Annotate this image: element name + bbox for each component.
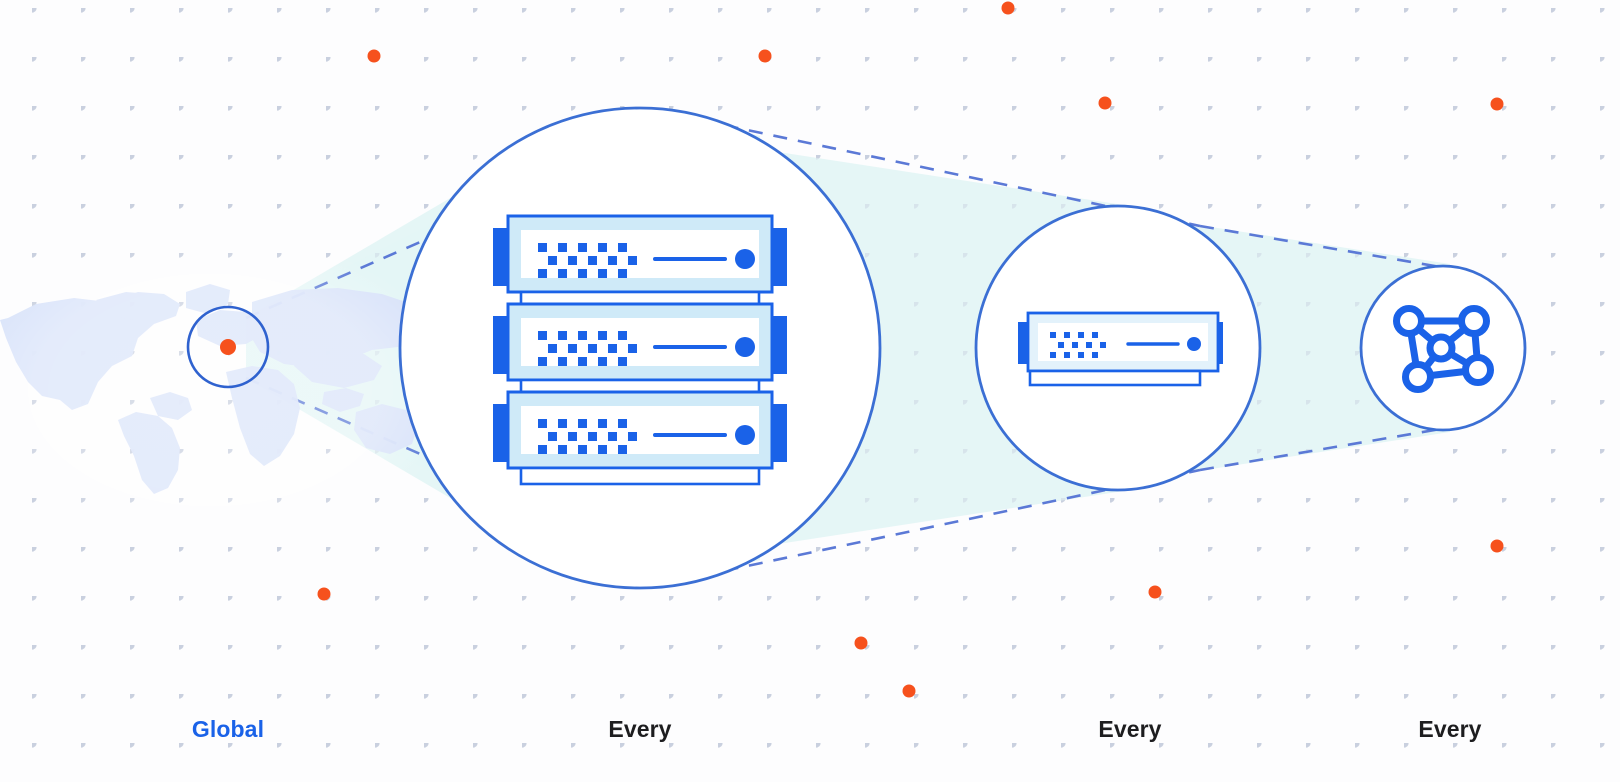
stage-label-every-service: Every service xyxy=(1350,665,1550,782)
stage-label-global-network: Global network xyxy=(128,665,328,782)
dashed-line-server-service-top xyxy=(1199,224,1471,274)
rack-unit-2-vent-dots xyxy=(538,331,637,366)
server-status-led xyxy=(1187,337,1201,351)
single-server-icon xyxy=(1018,311,1223,387)
stage-label-every-server-line1: Every xyxy=(1098,715,1162,742)
rack-unit-2-status-led xyxy=(735,337,755,357)
rack-unit-3-base xyxy=(519,466,761,486)
rack-unit-1-vent-dots xyxy=(538,243,637,278)
stage-label-every-data-center-line1: Every xyxy=(608,715,672,742)
rack-unit-3-face xyxy=(521,406,759,454)
stage-label-every-data-center: Every data center xyxy=(540,665,740,782)
rack-unit-1-face xyxy=(521,230,759,278)
stage-label-every-server: Every server xyxy=(1030,665,1230,782)
rack-unit-3-status-led xyxy=(735,425,755,445)
server-rack-icon xyxy=(493,214,787,486)
map-veil xyxy=(0,230,460,550)
orange-accent-dots xyxy=(317,1,1504,698)
map-location-pin-icon xyxy=(220,339,236,355)
stage-label-global-network-line1: Global xyxy=(191,715,265,742)
rack-unit-2-face xyxy=(521,318,759,366)
rack-unit-1-status-led xyxy=(735,249,755,269)
server-vent-dots xyxy=(1050,332,1106,358)
network-mesh-nodes xyxy=(1393,305,1494,393)
stage-label-every-service-line1: Every xyxy=(1418,715,1482,742)
server-base xyxy=(1028,369,1202,387)
map-zoom-circle xyxy=(186,305,270,389)
dashed-line-server-service-bottom xyxy=(1199,422,1471,472)
rack-unit-3-vent-dots xyxy=(538,419,637,454)
